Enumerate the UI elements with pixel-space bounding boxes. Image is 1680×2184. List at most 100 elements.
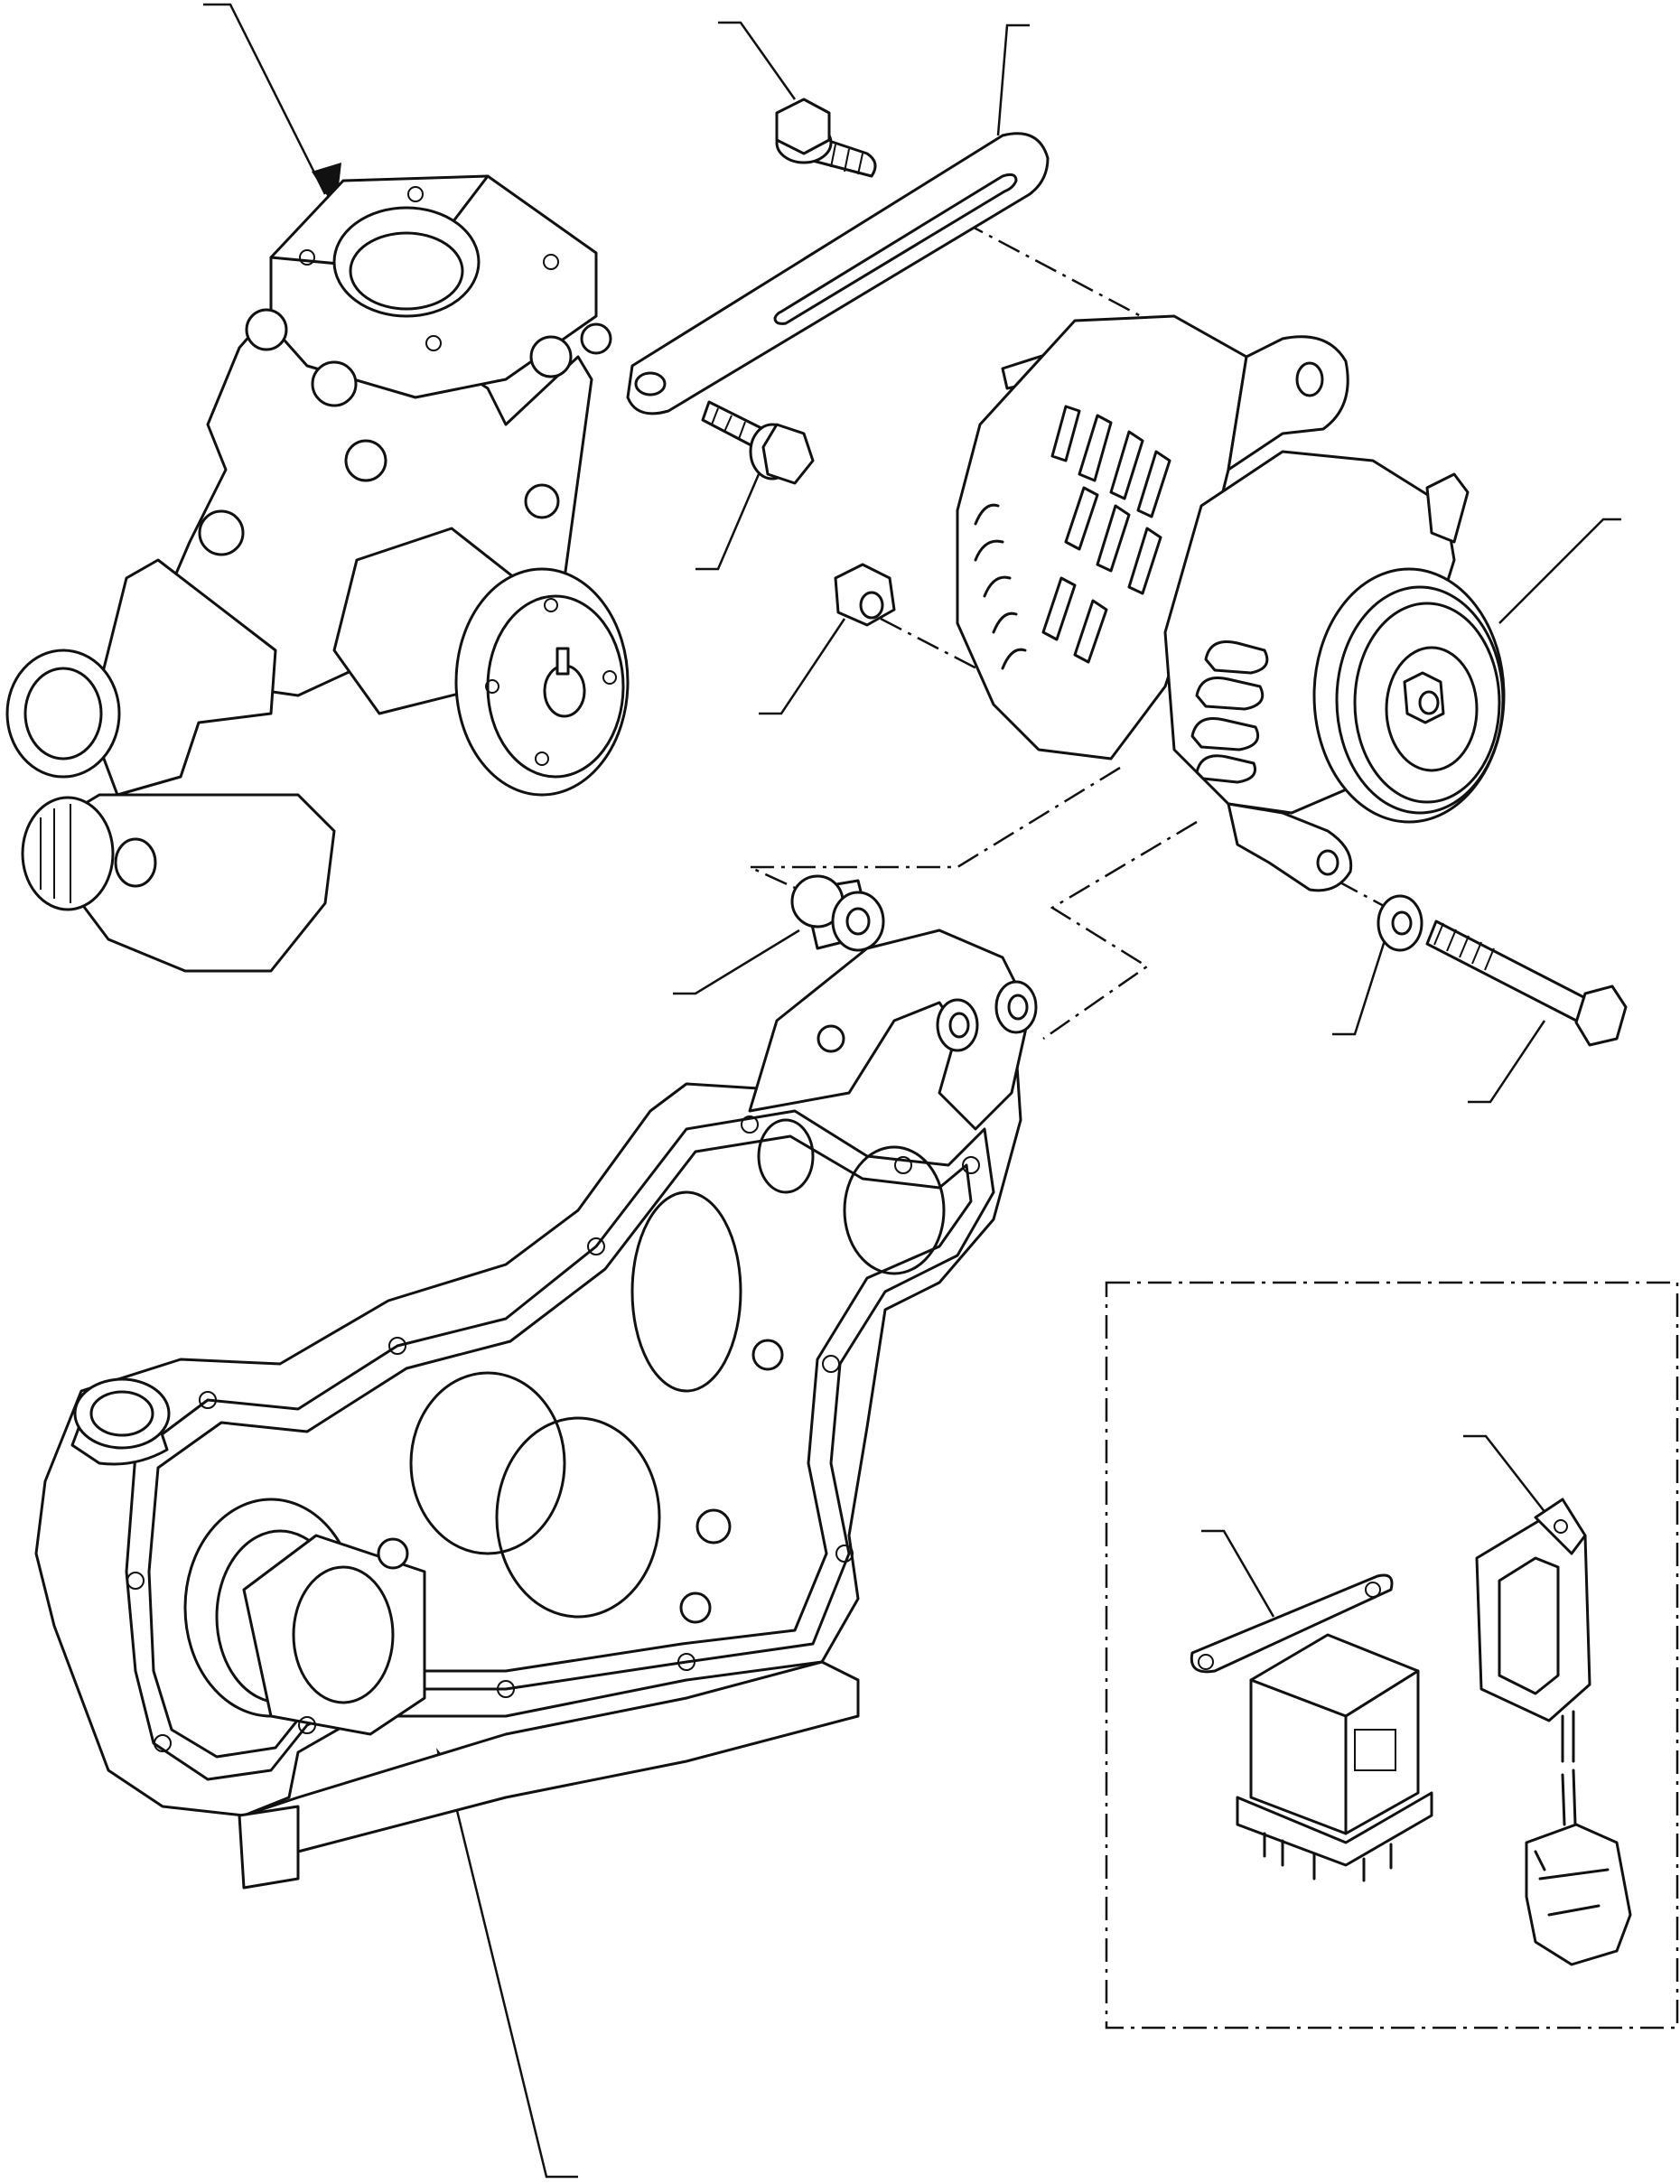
lower-pipe-thread bbox=[40, 804, 71, 903]
rim-hole-12 bbox=[154, 1734, 172, 1752]
oil-filler-top bbox=[73, 1377, 171, 1450]
alternator-bottom-ear bbox=[1227, 802, 1353, 892]
long-bolt-thread bbox=[1433, 922, 1495, 971]
connector-body bbox=[1525, 1823, 1632, 1966]
leader-relay bbox=[1201, 1529, 1275, 1618]
leader-sensor bbox=[1463, 1434, 1550, 1518]
alternator-terminal bbox=[1425, 472, 1470, 544]
bracket-eye-1-bore bbox=[948, 1012, 970, 1039]
nut-bore bbox=[859, 591, 884, 620]
inlet-pipe-left-bore bbox=[23, 667, 103, 761]
rim-hole-11 bbox=[298, 1716, 316, 1734]
rear-fins bbox=[974, 503, 1027, 670]
front-vent-slots bbox=[1190, 640, 1269, 784]
washer-body bbox=[1377, 894, 1423, 952]
cavity-idler bbox=[409, 1371, 566, 1555]
rim-hole-4 bbox=[741, 1115, 759, 1134]
flange-bore-inner bbox=[349, 231, 464, 311]
rim-hole-1 bbox=[199, 1391, 217, 1409]
rim-hole-9 bbox=[677, 1653, 695, 1671]
leader-alternator bbox=[1498, 518, 1621, 624]
leader-top-bolt bbox=[718, 21, 797, 100]
adjusting-bar-eye bbox=[634, 371, 667, 397]
oil-filler-bore bbox=[89, 1390, 154, 1437]
gear-case-gasket-inner bbox=[147, 1134, 973, 1759]
connector-detail bbox=[1534, 1850, 1610, 1917]
leader-adjusting-bar bbox=[996, 23, 1030, 136]
relay-pins bbox=[1263, 1832, 1393, 1882]
bracket-eye-2 bbox=[994, 980, 1038, 1034]
cavity-cam bbox=[630, 1190, 742, 1393]
flange-hole-3 bbox=[543, 254, 559, 270]
flange-hole-4 bbox=[425, 335, 442, 351]
washer bbox=[1377, 894, 1423, 952]
pump-pulley-flange bbox=[454, 567, 630, 797]
sensor-with-connector bbox=[1475, 1498, 1632, 1966]
relay bbox=[1190, 1573, 1433, 1882]
leader-side-bolt bbox=[695, 473, 761, 571]
top-bolt-head bbox=[775, 98, 831, 155]
sensor-wire-2 bbox=[1561, 1769, 1577, 1826]
sensor-tab bbox=[1534, 1498, 1587, 1555]
lower-pipe-end bbox=[21, 796, 115, 911]
cavity-injpump bbox=[843, 1145, 946, 1275]
boss-5 bbox=[344, 439, 387, 482]
sensor-wire-1 bbox=[1561, 1710, 1575, 1763]
interior-boss-1 bbox=[377, 1537, 409, 1570]
nut bbox=[834, 563, 896, 627]
side-bolt-thread bbox=[711, 407, 746, 440]
electrical-parts-box bbox=[1105, 1281, 1679, 2030]
stator-slots bbox=[1041, 405, 1171, 664]
leader-long-bolt bbox=[1468, 1020, 1546, 1104]
gear-case-gasket-face bbox=[125, 1109, 995, 1781]
front-gear-case bbox=[34, 929, 1038, 1890]
pulley-hole-3 bbox=[535, 751, 549, 766]
interior-boss-2 bbox=[695, 1508, 732, 1545]
flange-bolt-top bbox=[775, 98, 877, 178]
pump-pulley-flange-inner bbox=[486, 594, 625, 779]
alternator-adjusting-bar bbox=[626, 132, 1050, 415]
top-bolt-thread bbox=[830, 144, 863, 175]
pulley-hole-4 bbox=[602, 670, 617, 685]
side-bolt-head bbox=[761, 423, 815, 485]
relay-side bbox=[1344, 1669, 1420, 1835]
centerline-nut bbox=[880, 617, 1013, 688]
leader-nut bbox=[759, 618, 846, 715]
rim-hole-8 bbox=[835, 1545, 854, 1563]
sensor-face bbox=[1498, 1556, 1560, 1695]
pulley-hole-1 bbox=[544, 598, 558, 612]
lower-boss bbox=[114, 837, 157, 888]
flange-bolt-side bbox=[701, 400, 815, 485]
flange-hole-1 bbox=[299, 249, 315, 266]
flange-hole-2 bbox=[407, 186, 424, 202]
leader-gear-case bbox=[450, 1787, 578, 2179]
rim-hole-5 bbox=[894, 1156, 912, 1174]
relay-base bbox=[1236, 1791, 1433, 1867]
boss-3 bbox=[529, 335, 573, 378]
gear-case-foot bbox=[238, 1805, 300, 1890]
long-bolt-head bbox=[1574, 985, 1628, 1047]
bracket-eye-2-bore bbox=[1007, 994, 1029, 1021]
bracket-dowel bbox=[817, 1024, 845, 1053]
alternator-pulley-hub bbox=[1385, 646, 1479, 772]
gear-case-shell bbox=[34, 933, 1022, 1817]
leader-water-pump bbox=[203, 3, 327, 195]
bracket-eye-1 bbox=[936, 998, 979, 1052]
rim-hole-13 bbox=[126, 1572, 145, 1590]
alternator bbox=[956, 314, 1506, 892]
flange-bore bbox=[332, 206, 481, 318]
leader-spacer bbox=[673, 929, 800, 995]
relay-bracket-hole-2 bbox=[1365, 1582, 1381, 1598]
boss-4 bbox=[580, 322, 612, 355]
rim-hole-6 bbox=[962, 1156, 980, 1174]
rim-hole-2 bbox=[388, 1337, 406, 1355]
adjusting-bar-slot bbox=[773, 173, 1018, 325]
rim-hole-7 bbox=[822, 1355, 840, 1373]
relay-bracket-hole-1 bbox=[1198, 1654, 1214, 1670]
cavity-lower-right bbox=[495, 1416, 661, 1619]
interior-boss-4 bbox=[679, 1591, 712, 1624]
boss-1 bbox=[245, 308, 288, 351]
adjusting-bar-body bbox=[626, 132, 1050, 415]
spacer-collar bbox=[790, 874, 885, 952]
